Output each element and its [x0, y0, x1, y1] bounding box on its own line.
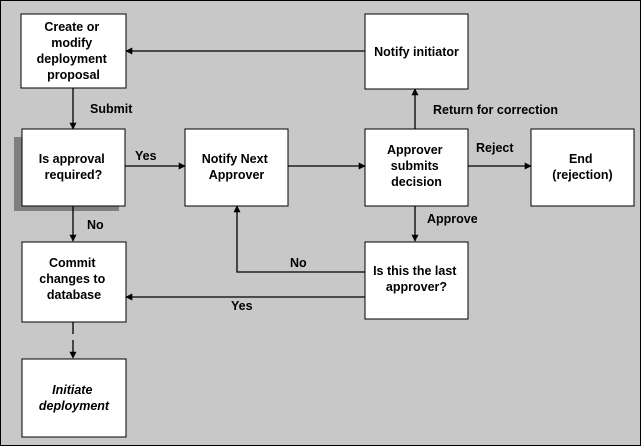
node-commit-changes: Commit changes to database [21, 241, 127, 323]
label-yes-required: Yes [135, 149, 157, 163]
node-notify-initiator-line-1: Notify initiator [374, 45, 459, 59]
node-commit-line-2: changes to [39, 272, 105, 286]
svg-text:Approver submits d: Approver submits decision [387, 143, 446, 189]
node-create-line-1: Create or [44, 20, 99, 34]
label-approve: Approve [427, 212, 478, 226]
node-approval-required-box [21, 128, 126, 207]
svg-text:Is approval required?: Is approval required? [39, 152, 108, 182]
node-initiate-line-2: deployment [39, 399, 110, 413]
node-last-approver: Is this the last approver? [364, 241, 469, 320]
node-create-proposal-box [20, 13, 127, 89]
edge-last-to-notify-next [233, 205, 365, 273]
label-no-last: No [290, 256, 307, 270]
node-initiate-line-1: Initiate [52, 383, 92, 397]
node-commit-box [21, 241, 127, 323]
node-last-approver-box [364, 241, 469, 320]
node-create-line-2: modify [51, 36, 92, 50]
node-approver-line-1: Approver [387, 143, 443, 157]
node-end-box [530, 128, 635, 207]
node-last-line-2: approver? [386, 280, 447, 294]
label-no-required: No [87, 218, 104, 232]
node-last-line-1: Is this the last [373, 264, 457, 278]
svg-text:End (rejection): End (rejection) [552, 152, 612, 182]
node-commit-line-3: database [47, 288, 101, 302]
node-approval-required: Is approval required? [21, 128, 126, 207]
label-return-for-correction: Return for correction [433, 103, 558, 117]
node-notify-next-box [184, 128, 289, 207]
node-approver-submits-box [364, 128, 469, 207]
connectors [69, 47, 532, 359]
node-approver-line-2: submits [391, 159, 439, 173]
svg-text:Is this the last approve: Is this the last approver? [373, 264, 460, 294]
node-end-line-2: (rejection) [552, 168, 612, 182]
svg-text:Notify initiator: Notify initiator [374, 45, 459, 59]
label-yes-last: Yes [231, 299, 253, 313]
svg-text:Initiate deployment: Initiate deployment [39, 383, 110, 413]
label-reject: Reject [476, 141, 514, 155]
node-notify-next-approver: Notify Next Approver [184, 128, 289, 207]
node-notify-initiator-box [364, 13, 469, 90]
svg-text:Create or modify d: Create or modify deployment proposal [37, 20, 111, 82]
node-create-proposal: Create or modify deployment proposal [20, 13, 127, 89]
node-notify-initiator: Notify initiator [364, 13, 469, 90]
node-initiate-deployment: Initiate deployment [21, 358, 127, 438]
node-end-rejection: End (rejection) [530, 128, 635, 207]
node-approval-line-1: Is approval [39, 152, 105, 166]
node-notify-next-line-2: Approver [209, 168, 265, 182]
node-approver-line-3: decision [391, 175, 442, 189]
node-end-line-1: End [569, 152, 593, 166]
node-create-line-3: deployment [37, 52, 108, 66]
svg-text:Notify Next Approver: Notify Next Approver [202, 152, 271, 182]
svg-text:Commit changes to: Commit changes to database [39, 256, 108, 302]
label-submit: Submit [90, 102, 133, 116]
node-approver-submits: Approver submits decision [364, 128, 469, 207]
node-notify-next-line-1: Notify Next [202, 152, 269, 166]
node-create-line-4: proposal [47, 68, 100, 82]
node-initiate-box [21, 358, 127, 438]
node-approval-line-2: required? [45, 168, 103, 182]
node-commit-line-1: Commit [49, 256, 96, 270]
